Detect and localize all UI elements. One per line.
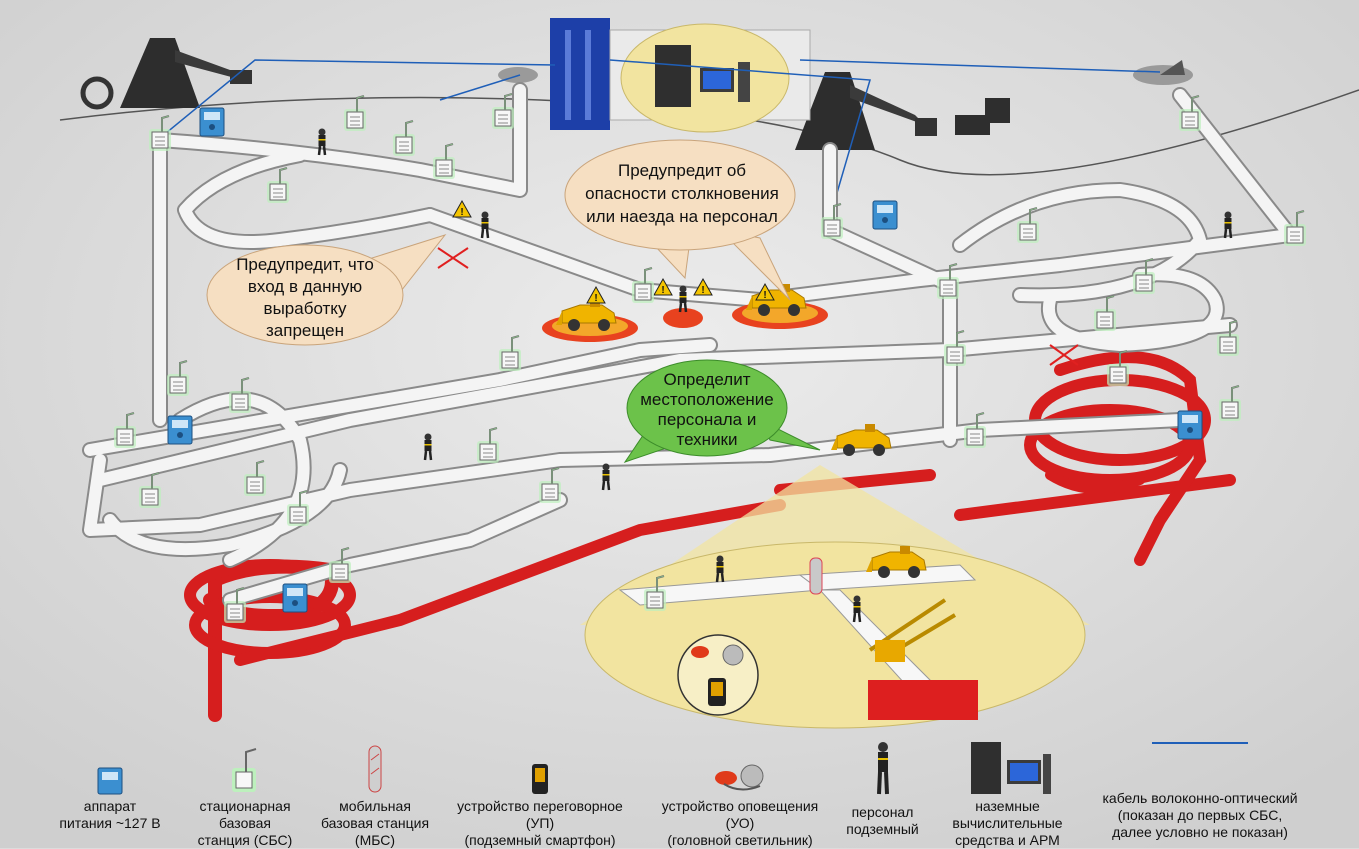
- callout-forbidden-line1: Предупредит, что: [236, 255, 374, 274]
- legend-power-unit: аппарат питания ~127 В: [50, 738, 170, 832]
- legend-mobile-base-station: мобильная базовая станция (МБС): [310, 738, 440, 849]
- callout-collision: Предупредит об опасности столкновения ил…: [564, 139, 796, 301]
- stationary-base-station-icon: [232, 748, 257, 792]
- fiber-cable-left: [159, 59, 556, 139]
- mobile-base-station-icon: [368, 745, 382, 793]
- legend: аппарат питания ~127 В стационарная базо…: [0, 738, 1359, 848]
- callout-collision-line1: Предупредит об: [618, 161, 746, 180]
- legend-computers-label: наземные вычислительные средства и АРМ: [952, 798, 1063, 848]
- legend-smartphone: устройство переговорное (УП) (подземный …: [440, 738, 640, 849]
- legend-stationary-base-station-label: стационарная базовая станция (СБС): [197, 798, 293, 848]
- legend-fiber-cable: кабель волоконно-оптический (показан до …: [1075, 738, 1325, 841]
- callout-location-line3: персонала и: [658, 410, 757, 429]
- power-unit-icon: [97, 767, 123, 795]
- legend-miner: персонал подземный: [835, 738, 930, 838]
- callout-forbidden-line4: запрещен: [266, 321, 344, 340]
- legend-cap-lamp-label: устройство оповещения (УО) (головной све…: [661, 798, 819, 848]
- zoom-inset: [580, 465, 1090, 729]
- fiber-cable-right: [799, 59, 1161, 73]
- callout-location: Определит местоположение персонала и тех…: [623, 359, 821, 463]
- miner-icon: [876, 742, 889, 795]
- inactive-workings: [184, 351, 1236, 722]
- forbidden-mark: [437, 247, 1079, 366]
- callout-collision-line2: опасности столкновения: [585, 184, 779, 203]
- fiber-cable-ramp: [439, 74, 521, 101]
- callout-location-line2: местоположение: [640, 390, 774, 409]
- fiber-cable-center: [609, 59, 871, 211]
- legend-fiber-cable-label: кабель волоконно-оптический (показан до …: [1102, 790, 1298, 840]
- legend-stationary-base-station: стационарная базовая станция (СБС): [185, 738, 305, 849]
- callout-location-line1: Определит: [664, 370, 751, 389]
- fiber-cable-icon: [1152, 742, 1248, 744]
- callout-location-line4: техники: [677, 430, 738, 449]
- headframe-left: [80, 38, 252, 110]
- callout-forbidden: Предупредит, что вход в данную выработку…: [206, 234, 447, 346]
- computer-room: [620, 23, 790, 133]
- smartphone-icon: [532, 764, 548, 794]
- legend-mobile-base-station-label: мобильная базовая станция (МБС): [320, 798, 430, 848]
- callout-forbidden-line2: вход в данную: [248, 277, 362, 296]
- cap-lamp-icon: [715, 764, 764, 791]
- legend-miner-label: персонал подземный: [846, 804, 919, 837]
- legend-power-unit-label: аппарат питания ~127 В: [59, 798, 161, 831]
- legend-computers: наземные вычислительные средства и АРМ: [935, 738, 1080, 849]
- active-workings: [82, 82, 1298, 608]
- legend-smartphone-label: устройство переговорное (УП) (подземный …: [457, 798, 623, 848]
- callout-collision-line3: или наезда на персонал: [586, 207, 778, 226]
- computer-icon: [970, 742, 1051, 794]
- legend-cap-lamp: устройство оповещения (УО) (головной све…: [640, 738, 840, 849]
- callout-forbidden-line3: выработку: [264, 299, 347, 318]
